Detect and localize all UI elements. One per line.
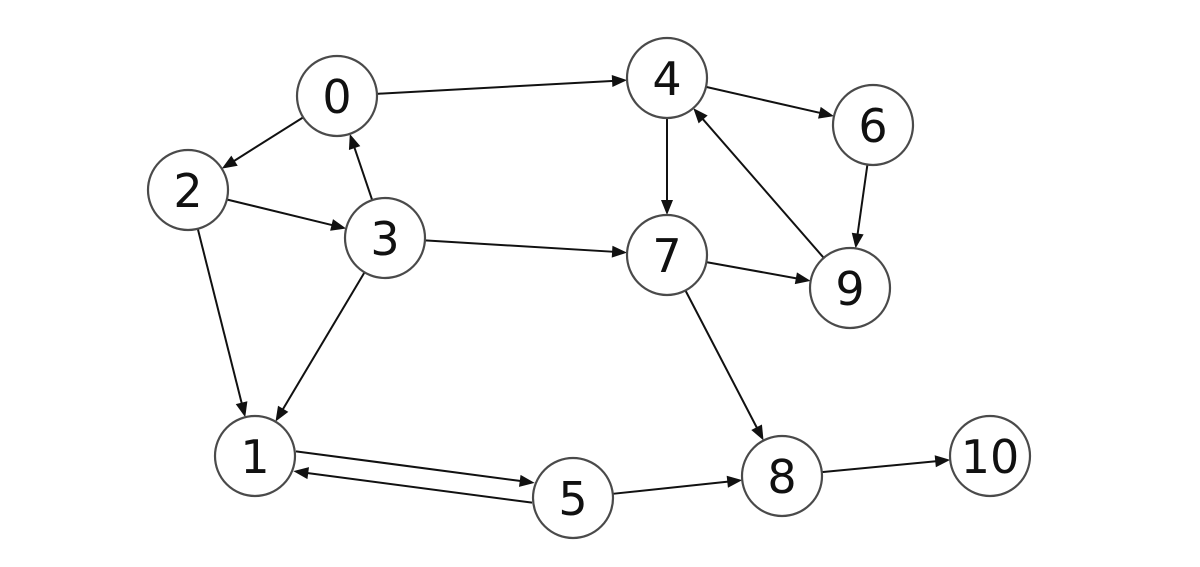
node-circle — [531, 456, 615, 540]
edge-line — [376, 79, 615, 95]
edge-1-to-5 — [295, 450, 535, 487]
edge-2-to-3 — [226, 198, 347, 231]
node-label: 3 — [370, 212, 399, 266]
edge-line — [232, 116, 304, 163]
edge-line — [196, 228, 244, 405]
arrowhead-icon — [348, 133, 361, 151]
arrowhead-icon — [275, 405, 289, 422]
node-9: 9 — [808, 246, 892, 330]
node-label: 10 — [961, 430, 1020, 484]
arrowhead-icon — [235, 401, 248, 418]
edge-9-to-4 — [693, 108, 825, 259]
edge-4-to-6 — [705, 85, 835, 119]
edge-0-to-2 — [221, 116, 304, 169]
node-label: 5 — [558, 472, 587, 526]
edge-2-to-1 — [196, 228, 248, 418]
edge-3-to-7 — [424, 239, 628, 258]
edge-3-to-0 — [348, 133, 374, 201]
node-label: 0 — [322, 70, 351, 124]
arrowhead-icon — [751, 424, 764, 441]
arrowhead-icon — [693, 108, 708, 124]
node-circle — [213, 414, 297, 498]
node-circle — [146, 148, 230, 232]
edges-layer — [196, 75, 951, 504]
edge-5-to-1 — [293, 467, 533, 504]
node-label: 6 — [858, 99, 887, 153]
node-label: 2 — [173, 164, 202, 218]
arrowhead-icon — [611, 75, 628, 87]
edge-5-to-8 — [612, 475, 743, 495]
node-10: 10 — [948, 414, 1032, 498]
node-label: 8 — [767, 450, 796, 504]
edge-line — [353, 145, 374, 201]
node-label: 4 — [652, 52, 681, 106]
edge-line — [281, 271, 366, 411]
arrowhead-icon — [611, 245, 628, 258]
node-circle — [625, 36, 709, 120]
edge-line — [701, 117, 825, 259]
node-circle — [343, 196, 427, 280]
edge-0-to-4 — [376, 75, 628, 95]
node-label: 7 — [652, 229, 681, 283]
node-5: 5 — [531, 456, 615, 540]
node-circle — [948, 414, 1032, 498]
arrowhead-icon — [726, 475, 743, 488]
edge-line — [684, 290, 759, 430]
edge-line — [295, 450, 522, 483]
edge-line — [612, 480, 730, 495]
node-8: 8 — [740, 434, 824, 518]
arrowhead-icon — [518, 474, 535, 487]
edge-line — [856, 164, 869, 236]
node-label: 1 — [240, 430, 269, 484]
edge-8-to-10 — [821, 455, 951, 474]
node-circle — [831, 83, 915, 167]
edge-line — [306, 471, 533, 504]
node-label: 9 — [835, 262, 864, 316]
node-circle — [625, 213, 709, 297]
edge-4-to-7 — [661, 118, 673, 215]
node-1: 1 — [213, 414, 297, 498]
node-3: 3 — [343, 196, 427, 280]
arrowhead-icon — [221, 155, 238, 169]
node-7: 7 — [625, 213, 709, 297]
edge-line — [424, 239, 615, 253]
node-circle — [740, 434, 824, 518]
node-4: 4 — [625, 36, 709, 120]
arrowhead-icon — [330, 219, 347, 231]
edge-line — [705, 85, 822, 115]
node-circle — [295, 54, 379, 138]
arrowhead-icon — [661, 200, 673, 215]
arrowhead-icon — [293, 467, 310, 480]
edge-3-to-1 — [275, 271, 366, 422]
arrowhead-icon — [818, 106, 835, 119]
nodes-layer: 0 1 2 3 4 5 6 7 8 9 10 — [146, 36, 1032, 540]
edge-7-to-8 — [684, 290, 764, 441]
arrowhead-icon — [851, 232, 864, 249]
node-circle — [808, 246, 892, 330]
node-2: 2 — [146, 148, 230, 232]
edge-line — [706, 261, 799, 280]
node-6: 6 — [831, 83, 915, 167]
edge-line — [821, 460, 938, 474]
edge-7-to-9 — [706, 261, 811, 285]
edge-line — [226, 198, 334, 227]
arrowhead-icon — [934, 455, 951, 468]
edge-6-to-9 — [851, 164, 869, 249]
node-0: 0 — [295, 54, 379, 138]
arrowhead-icon — [794, 272, 811, 285]
